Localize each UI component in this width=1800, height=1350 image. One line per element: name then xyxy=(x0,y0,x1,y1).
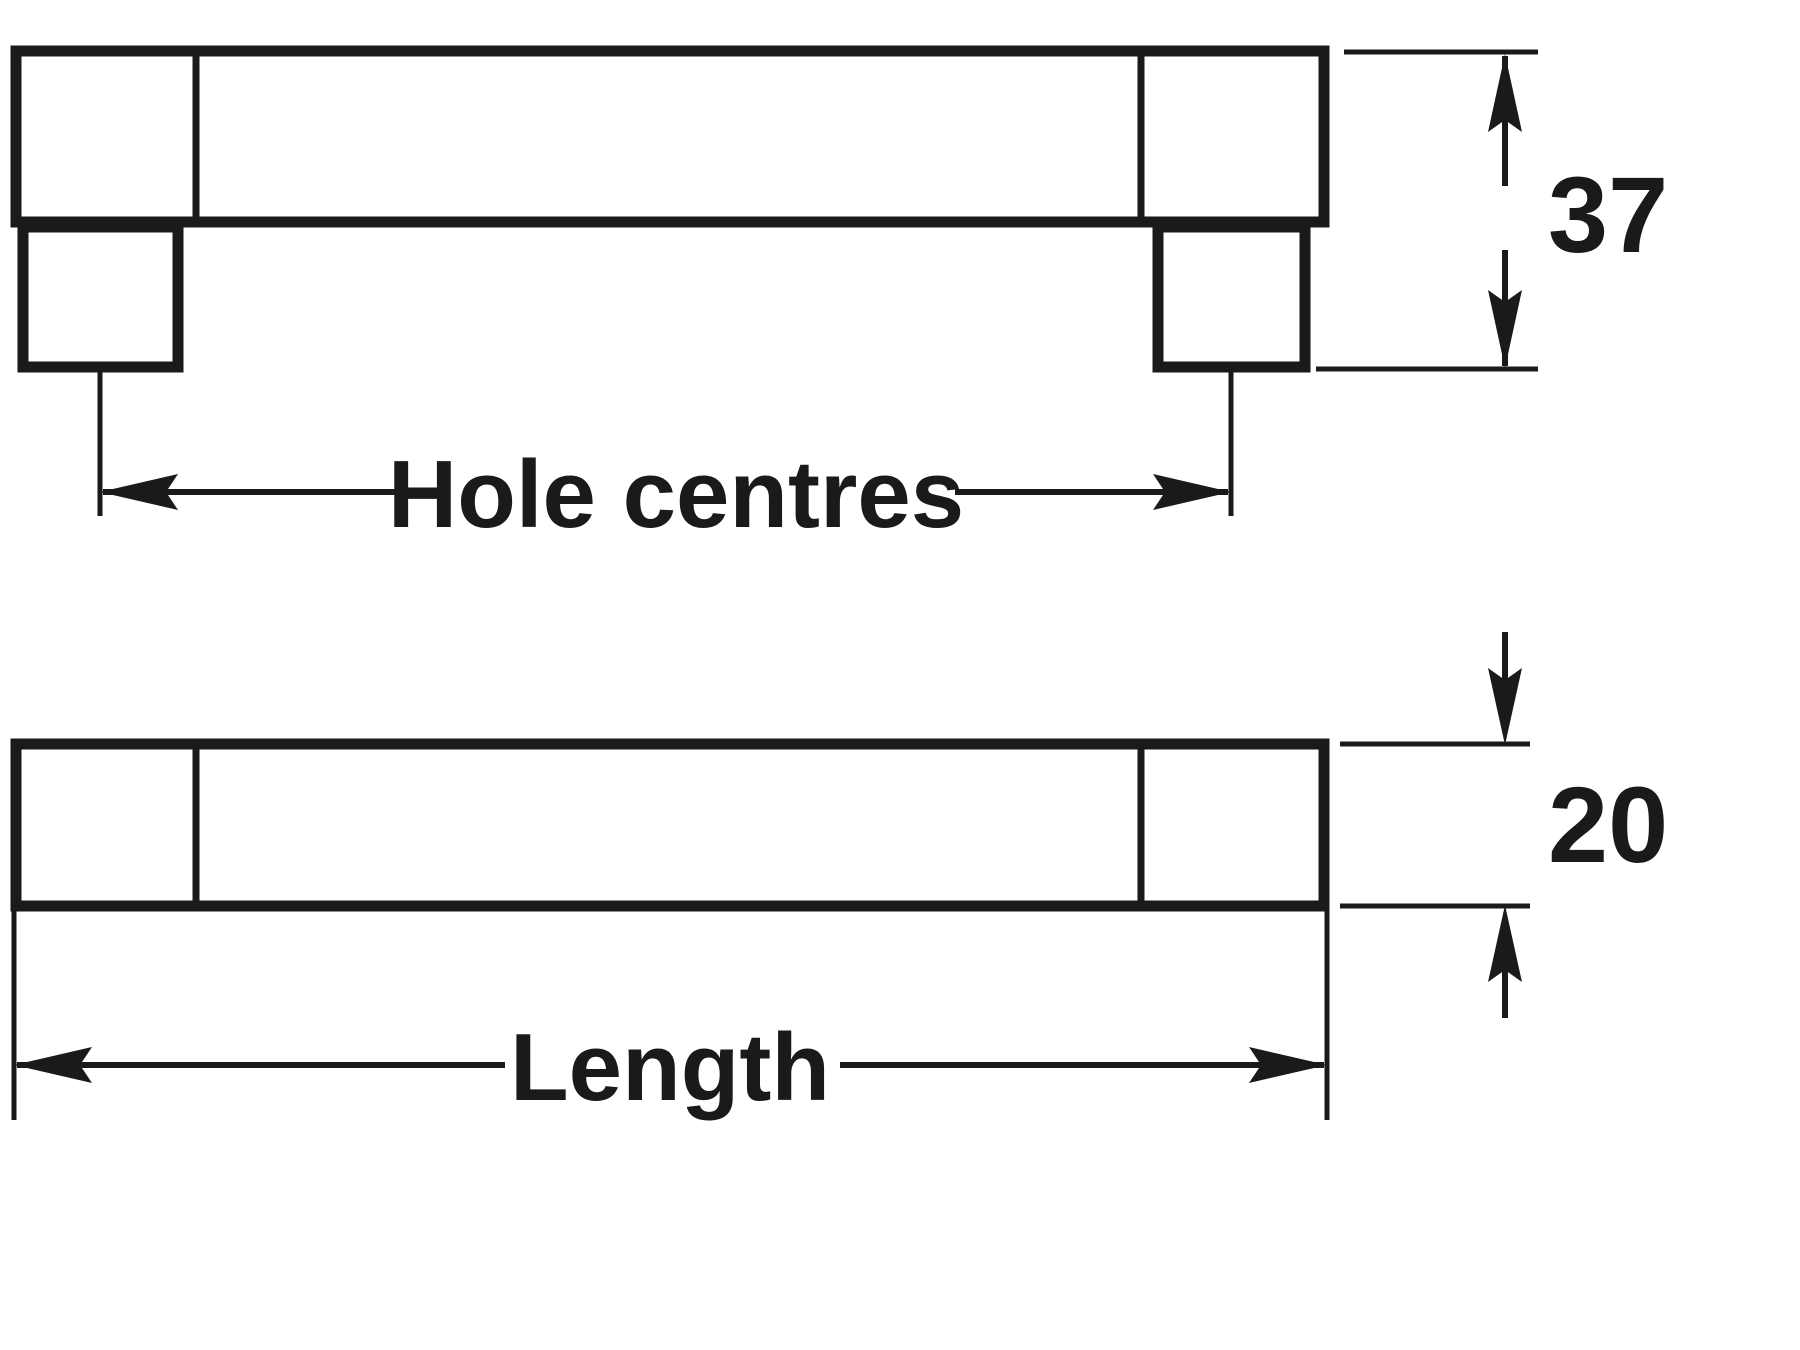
plan-view xyxy=(10,738,1330,912)
dimension-length: Length xyxy=(11,910,1330,1121)
left-mounting-leg xyxy=(17,221,184,373)
handle-bar-plan xyxy=(10,738,1330,912)
arrow-up-20 xyxy=(1488,905,1522,982)
arrow-left-length xyxy=(14,1047,92,1083)
arrow-up-37 xyxy=(1488,54,1522,132)
dimension-value-20: 20 xyxy=(1548,764,1668,885)
dimension-value-length: Length xyxy=(510,1014,830,1121)
handle-bar-front xyxy=(10,45,1330,228)
arrow-left-hole-centres xyxy=(100,474,178,510)
dimension-hole-centres: Hole centres xyxy=(97,369,1234,548)
front-elevation-view xyxy=(10,45,1330,373)
right-mounting-leg xyxy=(1152,221,1311,373)
dimension-depth-20: 20 xyxy=(1340,632,1668,1018)
dimension-height-37: 37 xyxy=(1316,49,1668,372)
dimension-value-37: 37 xyxy=(1548,154,1668,275)
arrow-right-hole-centres xyxy=(1153,474,1231,510)
arrow-right-length xyxy=(1249,1047,1327,1083)
arrow-down-37 xyxy=(1488,290,1522,368)
arrow-down-20 xyxy=(1488,668,1522,745)
dimension-value-hole-centres: Hole centres xyxy=(388,441,964,548)
